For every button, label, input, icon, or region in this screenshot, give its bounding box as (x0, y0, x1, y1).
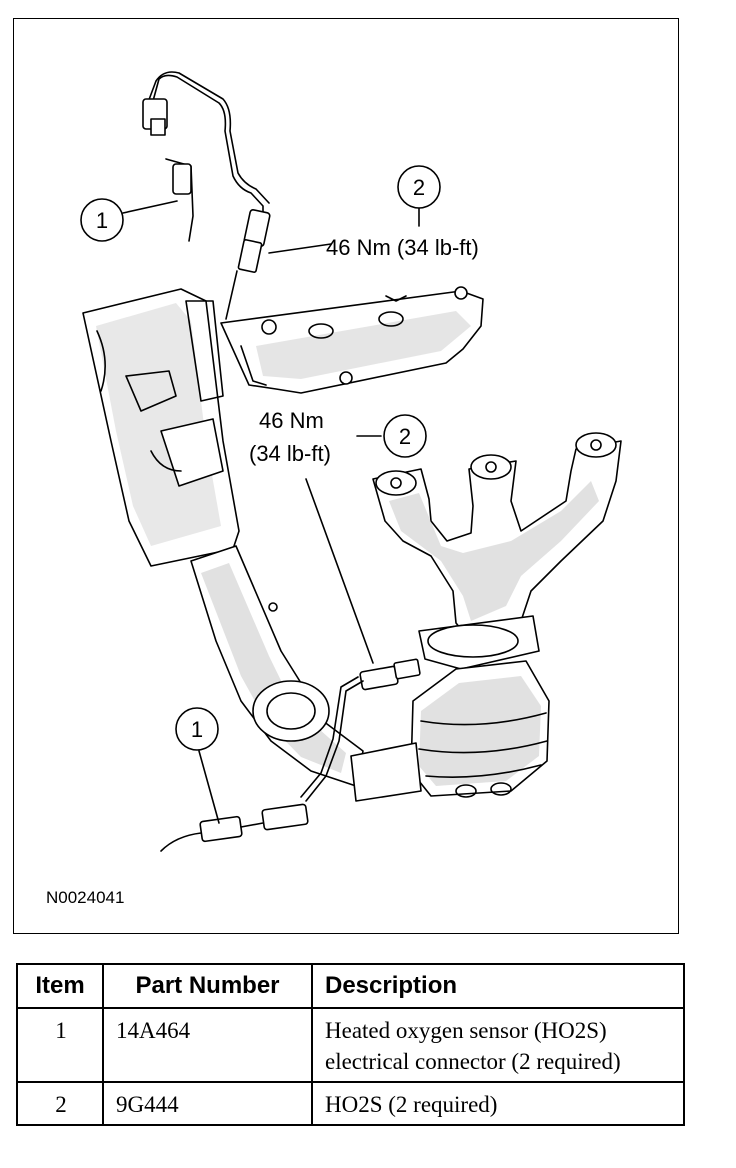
lower-sensor-connector (160, 803, 309, 852)
table-row: 1 14A464 Heated oxygen sensor (HO2S) ele… (16, 1007, 685, 1083)
torque-label-mid-line1: 46 Nm (259, 408, 324, 433)
right-catalytic-converter (350, 615, 550, 802)
torque-label-mid-line2: (34 lb-ft) (249, 441, 331, 466)
header-description: Description (311, 963, 685, 1009)
cell-description: Heated oxygen sensor (HO2S) electrical c… (311, 1007, 685, 1083)
lower-right-manifold (372, 432, 622, 642)
callout-1-bottom: 1 (175, 707, 219, 751)
callout-2-top: 2 (397, 165, 441, 209)
cell-part-number: 14A464 (102, 1007, 313, 1083)
cell-part-number: 9G444 (102, 1081, 313, 1126)
upper-right-manifold (220, 286, 484, 394)
svg-text:1: 1 (96, 208, 108, 233)
upper-oxygen-sensor (225, 209, 332, 320)
cell-description: HO2S (2 required) (311, 1081, 685, 1126)
callout-1-top-leader (122, 200, 178, 214)
upper-sensor-wire (142, 71, 270, 242)
header-part-number: Part Number (102, 963, 313, 1009)
left-catalytic-converter (82, 288, 240, 567)
svg-text:2: 2 (413, 175, 425, 200)
svg-text:2: 2 (399, 424, 411, 449)
parts-table-header: Item Part Number Description (16, 963, 685, 1009)
cell-item: 1 (16, 1007, 104, 1083)
lower-oxygen-sensor (300, 478, 421, 802)
callout-2-mid: 2 (383, 414, 427, 458)
exhaust-manifold-illustration: 1 2 46 Nm (34 lb-ft) 2 46 Nm (34 lb-ft) … (13, 18, 679, 934)
header-item: Item (16, 963, 104, 1009)
figure-id: N0024041 (46, 888, 124, 907)
illustration-drawing: 1 2 46 Nm (34 lb-ft) 2 46 Nm (34 lb-ft) … (46, 71, 622, 907)
table-row: 2 9G444 HO2S (2 required) (16, 1081, 685, 1126)
parts-table: Item Part Number Description 1 14A464 He… (16, 963, 685, 1126)
cell-item: 2 (16, 1081, 104, 1126)
left-down-pipe (190, 545, 364, 787)
callout-1-bottom-leader (198, 750, 220, 824)
torque-label-top: 46 Nm (34 lb-ft) (326, 235, 479, 260)
svg-text:1: 1 (191, 717, 203, 742)
callout-1-top: 1 (80, 198, 124, 242)
